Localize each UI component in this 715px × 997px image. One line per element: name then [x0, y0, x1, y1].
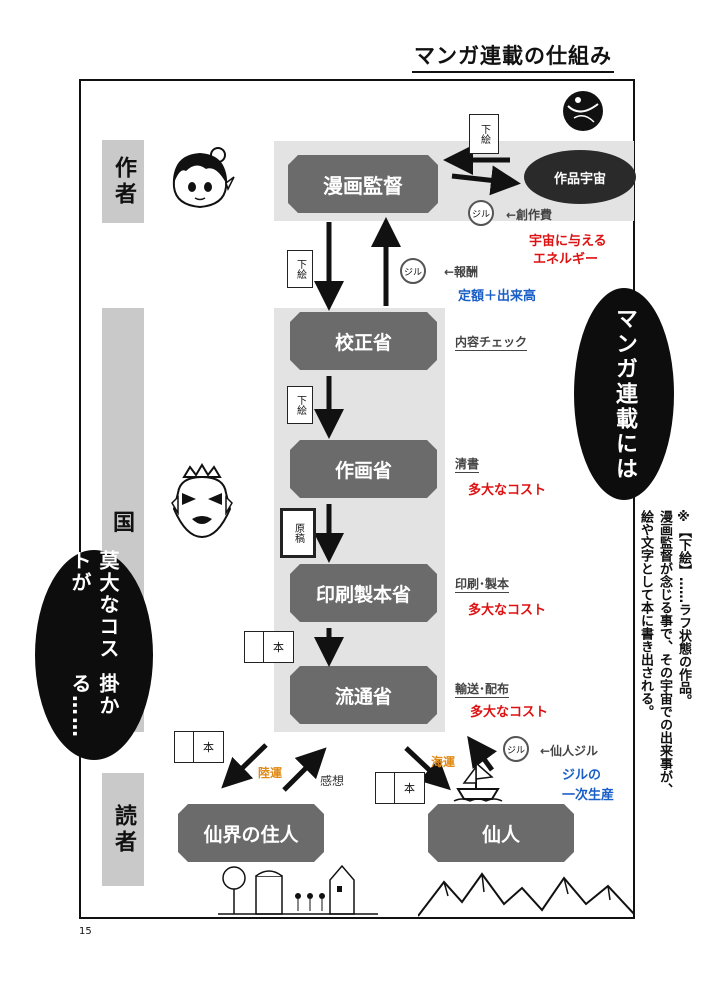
bubble-left-line-1: 莫大なコストが [68, 550, 120, 660]
book-icon-2: 本 [174, 731, 224, 763]
node-proofreading: 校正省 [290, 312, 437, 370]
label-clean-copy: 清書 [455, 457, 480, 473]
page-number: 15 [79, 926, 92, 937]
label-transport: 輸送･配布 [455, 682, 510, 698]
manuscript-card: 原稿 [280, 508, 316, 558]
node-work-universe: 作品宇宙 [524, 150, 636, 204]
side-note-line-1: ※【下絵】……ラフ状態の作品。 [676, 510, 691, 707]
book-icon-3: 本 [375, 772, 425, 804]
jill-coin-3: ジル [503, 736, 529, 762]
book-icon-1: 本 [244, 631, 294, 663]
label-reward: ←報酬 [444, 265, 479, 279]
label-universe-energy-1: 宇宙に与える [529, 234, 607, 249]
page-title: マンガ連載の仕組み [412, 40, 614, 73]
label-huge-cost-1: 多大なコスト [468, 483, 547, 498]
diagram-frame [79, 79, 635, 919]
bubble-left: 莫大なコストが掛かる…… [35, 550, 153, 760]
node-drawing: 作画省 [290, 440, 437, 498]
bubble-left-line-2: 掛かる…… [68, 672, 120, 739]
label-fixed-plus-sales: 定額＋出来高 [458, 289, 537, 304]
node-distribution: 流通省 [290, 666, 437, 724]
jill-coin-2: ジル [400, 258, 426, 284]
draft-card-1: 下絵 [287, 250, 313, 288]
label-creation-cost: ←創作費 [506, 208, 553, 222]
state-monster-icon [171, 463, 233, 539]
role-reader: 読者 [102, 773, 144, 886]
node-printing: 印刷製本省 [290, 564, 437, 622]
node-sennin: 仙人 [428, 804, 574, 862]
side-note: ※【下絵】……ラフ状態の作品。 漫画監督が念じる事で、その宇宙での出来事が、 絵… [636, 510, 693, 840]
ship-icon [453, 761, 503, 802]
side-note-line-2: 漫画監督が念じる事で、その宇宙での出来事が、 [657, 510, 672, 796]
role-state-label: 国 [113, 511, 136, 536]
role-author: 作者 [102, 140, 144, 223]
side-note-line-3: 絵や文字として本に書き出される。 [638, 510, 653, 718]
label-impressions: 感想 [320, 774, 345, 788]
label-primary-production: 一次生産 [562, 788, 615, 803]
universe-icon [563, 91, 603, 131]
node-manga-director: 漫画監督 [288, 155, 438, 213]
draft-card-2: 下絵 [287, 386, 313, 424]
label-content-check: 内容チェック [455, 335, 528, 351]
label-print-bind: 印刷･製本 [455, 577, 510, 593]
mountain-scenery [418, 872, 634, 917]
label-land-transport: 陸運 [258, 766, 283, 780]
label-sea-transport: 海運 [431, 755, 456, 769]
label-universe-energy-2: エネルギー [533, 252, 599, 267]
node-otherworld-resident: 仙界の住人 [178, 804, 324, 862]
village-scenery [218, 864, 378, 915]
author-character-icon [172, 147, 235, 209]
jill-coin-1: ジル [468, 200, 494, 226]
bubble-right: マンガ連載には [574, 288, 674, 500]
label-jill-of: ジルの [562, 768, 602, 783]
label-huge-cost-2: 多大なコスト [468, 603, 547, 618]
label-sennin-jill: ←仙人ジル [540, 744, 599, 758]
draft-card-top: 下絵 [469, 114, 499, 154]
label-huge-cost-3: 多大なコスト [470, 705, 549, 720]
